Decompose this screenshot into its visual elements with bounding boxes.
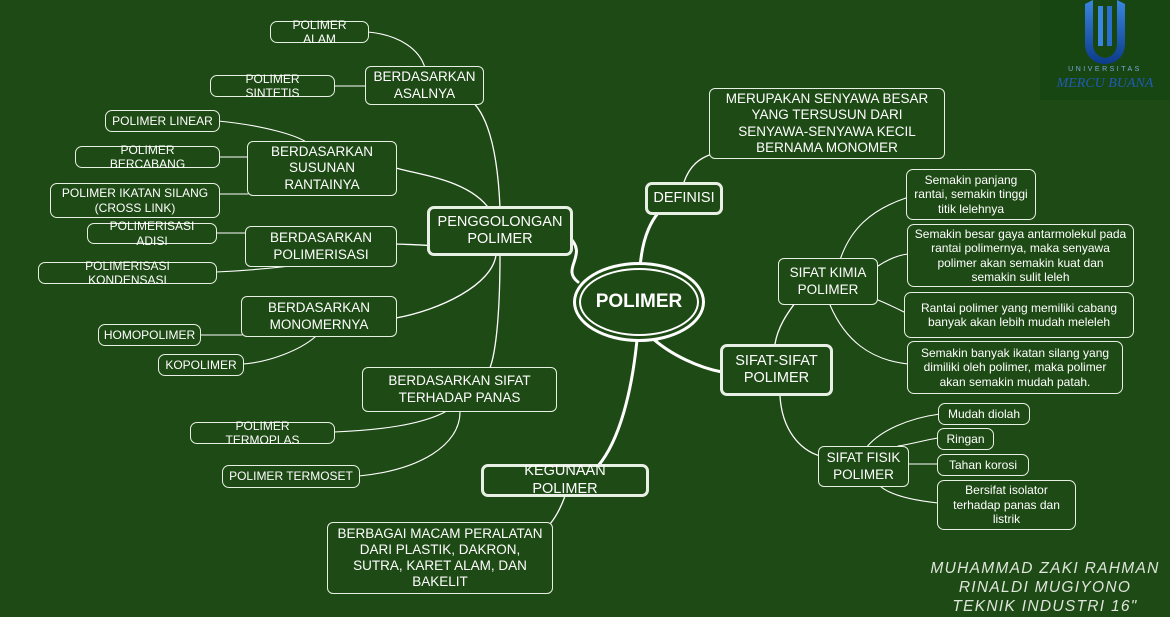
item-fisik-3: Tahan korosi xyxy=(937,454,1029,476)
root-label: POLIMER xyxy=(595,291,683,312)
connector-asalnya-alam xyxy=(367,31,426,69)
connector-penggolongan-susunan xyxy=(395,167,491,211)
item-polimerisasi-kondensasi: POLIMERISASI KONDENSASI xyxy=(38,259,217,287)
connector-kimia-1 xyxy=(839,197,907,261)
connector-root-penggolongan xyxy=(566,234,580,284)
category-panas: BERDASARKAN SIFAT TERHADAP PANAS xyxy=(362,367,557,412)
kegunaan-text: BERBAGAI MACAM PERALATAN DARI PLASTIK, D… xyxy=(327,522,553,594)
item-polimer-termoset: POLIMER TERMOSET xyxy=(222,465,360,488)
connector-sifat-kimia xyxy=(774,302,796,345)
item-polimer-sintetis: POLIMER SINTETIS xyxy=(210,72,335,100)
logo-name: MERCU BUANA xyxy=(1056,76,1154,91)
category-susunan: BERDASARKAN SUSUNAN RANTAINYA xyxy=(247,141,397,196)
logo-subtitle: UNIVERSITAS xyxy=(1068,66,1142,73)
connector-kimia-2 xyxy=(877,253,909,267)
item-fisik-2: Ringan xyxy=(937,428,994,450)
connector-penggolongan-panas xyxy=(487,254,501,373)
connector-definisi-text xyxy=(683,153,713,183)
category-sifat-fisik: SIFAT FISIK POLIMER xyxy=(818,446,909,487)
connector-root-sifat xyxy=(648,334,724,374)
category-sifat-kimia: SIFAT KIMIA POLIMER xyxy=(778,258,878,305)
university-logo: UNIVERSITAS MERCU BUANA xyxy=(1040,0,1170,100)
item-homopolimer: HOMOPOLIMER xyxy=(98,324,201,346)
connector-monomer-ko xyxy=(242,336,316,365)
branch-penggolongan: PENGGOLONGAN POLIMER xyxy=(427,206,573,256)
connector-panas-termoplas xyxy=(333,411,446,433)
item-kopolimer: KOPOLIMER xyxy=(158,354,244,376)
item-kimia-3: Rantai polimer yang memiliki cabang bany… xyxy=(904,292,1134,338)
connector-kimia-4 xyxy=(829,304,909,365)
item-fisik-1: Mudah diolah xyxy=(938,403,1030,425)
category-monomer: BERDASARKAN MONOMERNYA xyxy=(241,296,397,337)
credit-line-1: MUHAMMAD ZAKI RAHMAN xyxy=(930,560,1160,577)
category-polimerisasi: BERDASARKAN POLIMERISASI xyxy=(245,226,397,267)
item-kimia-1: Semakin panjang rantai, semakin tinggi t… xyxy=(906,169,1036,220)
connector-panas-termoset xyxy=(358,411,461,477)
connector-kimia-3 xyxy=(877,299,905,313)
category-asalnya: BERDASARKAN ASALNYA xyxy=(365,66,484,105)
branch-definisi: DEFINISI xyxy=(645,182,723,215)
connector-kegunaan-text xyxy=(549,495,566,525)
item-polimer-termoplas: POLIMER TERMOPLAS xyxy=(190,419,335,447)
connector-root-kegunaan xyxy=(596,338,639,468)
item-fisik-4: Bersifat isolator terhadap panas dan lis… xyxy=(937,480,1076,530)
mercu-buana-logo-icon xyxy=(1085,0,1125,64)
root-node: POLIMER xyxy=(573,262,705,342)
connector-fisik-1 xyxy=(865,413,941,449)
branch-sifat: SIFAT-SIFAT POLIMER xyxy=(720,344,833,396)
definisi-text: MERUPAKAN SENYAWA BESAR YANG TERSUSUN DA… xyxy=(709,88,945,159)
connector-sifat-fisik xyxy=(779,395,821,457)
item-polimer-linear: POLIMER LINEAR xyxy=(105,110,220,132)
connector-fisik-2 xyxy=(897,437,939,447)
item-kimia-4: Semakin banyak ikatan silang yang dimili… xyxy=(907,341,1123,394)
item-polimer-bercabang: POLIMER BERCABANG xyxy=(75,143,220,171)
connector-fisik-4 xyxy=(879,485,939,504)
item-polimer-alam: POLIMER ALAM xyxy=(270,18,369,46)
credit-line-2: RINALDI MUGIYONO xyxy=(958,578,1132,596)
author-credits: MUHAMMAD ZAKI RAHMAN RINALDI MUGIYONO TE… xyxy=(920,560,1170,617)
branch-kegunaan: KEGUNAAN POLIMER xyxy=(481,463,649,497)
item-polimerisasi-adisi: POLIMERISASI ADISI xyxy=(87,219,217,248)
connector-penggolongan-monomer xyxy=(395,254,497,319)
item-polimer-ikatan-silang: POLIMER IKATAN SILANG (CROSS LINK) xyxy=(50,183,220,218)
item-kimia-2: Semakin besar gaya antarmolekul pada ran… xyxy=(907,224,1134,287)
credit-line-3: TEKNIK INDUSTRI 16" xyxy=(952,597,1138,615)
